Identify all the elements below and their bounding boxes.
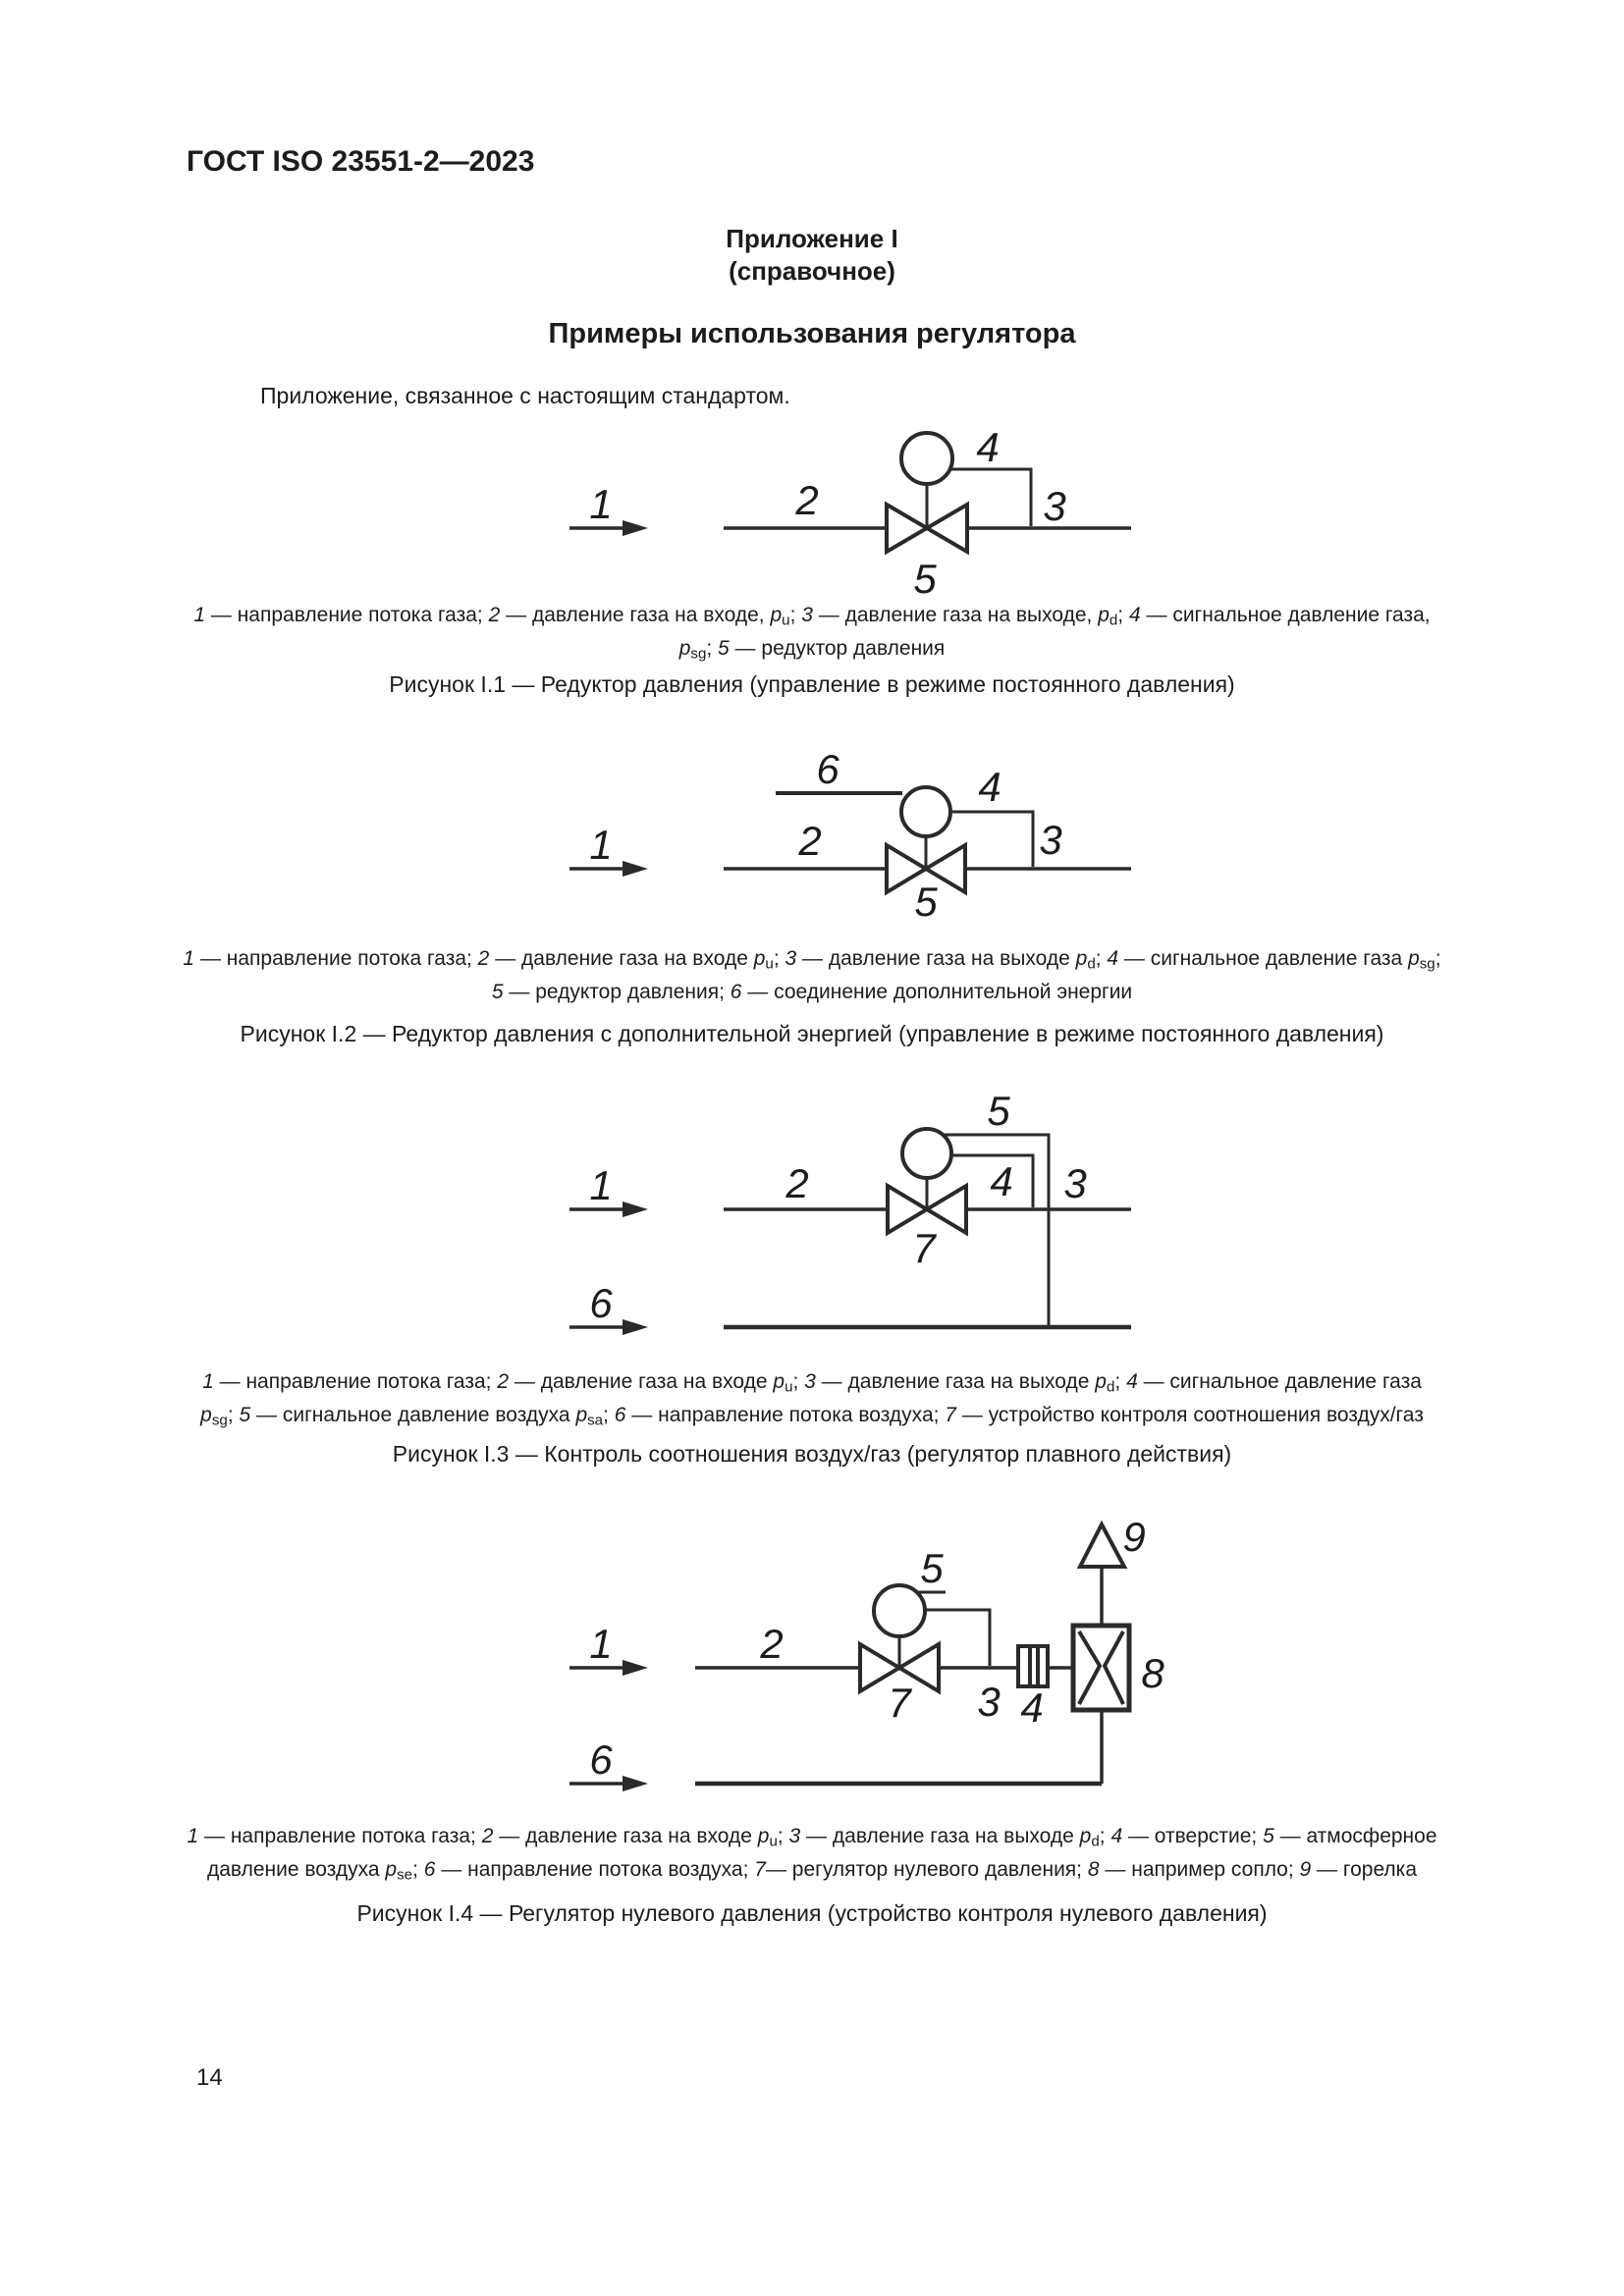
fig2-label-2: 2 <box>797 818 821 864</box>
fig4-label-9: 9 <box>1122 1514 1145 1560</box>
fig4-nozzle-venturi-right <box>1102 1630 1125 1705</box>
fig4-label-1: 1 <box>589 1621 612 1667</box>
fig2-flow-arrow-icon <box>623 861 648 877</box>
fig2-label-1: 1 <box>589 822 612 868</box>
fig4-gas-arrow-icon <box>623 1660 648 1676</box>
fig2-label-5: 5 <box>914 879 938 925</box>
fig4-valve-left-icon <box>858 1640 903 1695</box>
fig3-label-7: 7 <box>912 1225 937 1271</box>
fig1-label-1: 1 <box>589 481 612 527</box>
fig2-caption: 1 — направление потока газа; 2 — давлени… <box>183 947 1441 1004</box>
fig2-title: Рисунок I.2 — Редуктор давления с дополн… <box>240 1021 1384 1046</box>
fig4-title: Рисунок I.4 — Регулятор нулевого давлени… <box>356 1900 1268 1926</box>
fig3-label-5: 5 <box>987 1088 1010 1134</box>
annex-title: Приложение I <box>726 224 898 253</box>
intro-paragraph: Приложение, связанное с настоящим станда… <box>260 383 790 408</box>
fig4-caption: 1 — направление потока газа; 2 — давлени… <box>187 1825 1437 1884</box>
page-title: Примеры использования регулятора <box>548 318 1076 349</box>
fig1-label-4: 4 <box>976 424 999 470</box>
fig4-label-4: 4 <box>1020 1684 1043 1731</box>
fig3-label-3: 3 <box>1063 1160 1086 1206</box>
fig3-label-2: 2 <box>785 1160 808 1206</box>
fig3-valve-left-icon <box>886 1182 931 1237</box>
fig3-caption: 1 — направление потока газа; 2 — давлени… <box>200 1370 1424 1429</box>
fig1-valve-left-icon <box>885 501 931 556</box>
fig4-nozzle-venturi-left <box>1077 1629 1103 1705</box>
fig3-gas-signal-line <box>951 1153 1035 1207</box>
fig1-flow-arrow-icon <box>623 520 648 536</box>
fig4-label-2: 2 <box>759 1621 783 1667</box>
fig2-valve-right-icon <box>922 841 967 896</box>
fig3-gas-arrow-icon <box>623 1201 648 1217</box>
annex-subtitle: (справочное) <box>729 256 895 286</box>
fig3-label-4: 4 <box>990 1158 1012 1204</box>
fig4-air-arrow-icon <box>623 1776 648 1791</box>
fig1-title: Рисунок I.1 — Редуктор давления (управле… <box>389 671 1235 697</box>
fig3-title: Рисунок I.3 — Контроль соотношения возду… <box>392 1441 1232 1467</box>
fig1-caption: 1 — направление потока газа; 2 — давлени… <box>193 604 1431 663</box>
fig4-burner-icon <box>1076 1520 1128 1569</box>
fig4-label-5: 5 <box>920 1545 944 1591</box>
fig3-actuator-icon <box>900 1127 953 1180</box>
fig3-air-signal-line <box>942 1133 1051 1327</box>
fig4-label-3: 3 <box>977 1679 1000 1725</box>
page-number: 14 <box>196 2064 223 2091</box>
fig2-signal-line <box>950 810 1035 867</box>
fig4-signal-line <box>924 1608 992 1666</box>
figure-i4-diagram: 1 2 3 4 5 6 7 8 9 <box>569 1514 1164 1791</box>
fig1-label-5: 5 <box>913 556 937 602</box>
fig1-valve-right-icon <box>923 501 969 556</box>
fig4-actuator-icon <box>872 1583 927 1638</box>
fig2-label-4: 4 <box>978 764 1001 810</box>
fig1-actuator-icon <box>899 431 954 486</box>
fig4-orifice-icon <box>1016 1644 1050 1688</box>
figure-i2-diagram: 1 2 3 4 5 6 <box>569 746 1131 925</box>
fig3-label-1: 1 <box>589 1162 612 1208</box>
fig4-label-8: 8 <box>1141 1650 1164 1696</box>
fig2-label-3: 3 <box>1039 817 1061 863</box>
fig2-actuator-icon <box>899 785 952 838</box>
fig1-label-2: 2 <box>794 477 818 523</box>
fig3-valve-right-icon <box>923 1182 968 1237</box>
fig4-valve-right-icon <box>895 1640 941 1695</box>
fig2-label-6: 6 <box>816 746 839 792</box>
fig1-signal-line <box>950 467 1033 526</box>
fig2-valve-left-icon <box>885 841 930 896</box>
fig4-label-7: 7 <box>888 1680 912 1726</box>
figure-i1-diagram: 1 2 3 4 5 <box>569 424 1131 602</box>
fig4-label-6: 6 <box>589 1736 613 1783</box>
fig3-label-6: 6 <box>589 1280 613 1326</box>
fig1-label-3: 3 <box>1043 483 1065 529</box>
document-header: ГОСТ ISO 23551-2—2023 <box>187 145 535 178</box>
figure-i3-diagram: 1 2 3 4 5 6 7 <box>569 1088 1131 1335</box>
fig3-air-arrow-icon <box>623 1319 648 1335</box>
